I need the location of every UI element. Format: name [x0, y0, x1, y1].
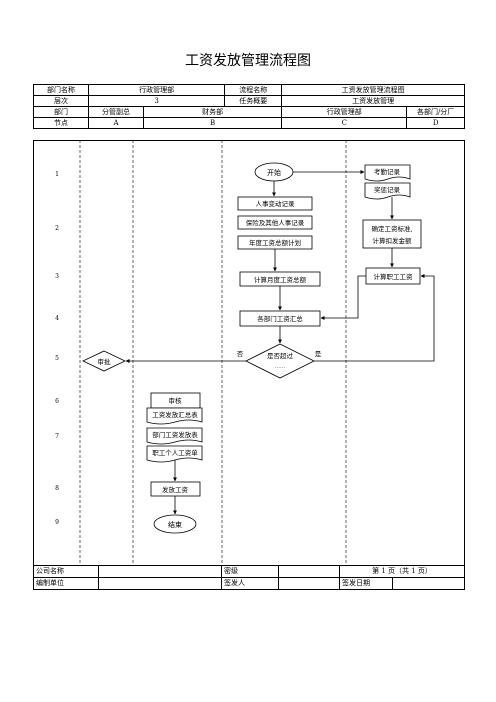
page-title: 工资发放管理流程图	[185, 53, 311, 69]
attendance-label: 考勤记录	[374, 167, 401, 176]
header-row-3: 部门 分管副总 财务部 行政管理部 各部门/分厂	[33, 106, 465, 118]
value-prep-unit	[98, 577, 222, 590]
value-issue-date	[392, 577, 465, 590]
node-c: C	[281, 117, 408, 129]
row-number: 2	[55, 225, 59, 232]
pay-slip-doc	[146, 445, 203, 463]
header-row-4: 节点 A B C D	[33, 117, 465, 129]
hr-change-record	[237, 196, 313, 211]
no-label: 否	[237, 350, 244, 358]
end-terminator	[153, 514, 197, 534]
row-number: 6	[55, 398, 59, 405]
page-info: 第 1 页（共 1 页）	[339, 565, 465, 578]
standard-line2: 计算扣发金额	[373, 236, 413, 245]
yes-label: 是	[315, 350, 322, 358]
value-issuer	[278, 577, 340, 590]
approve-label: 审批	[98, 357, 112, 366]
start-label: 开始	[267, 168, 281, 177]
footer-row-1: 公司名称 密级 第 1 页（共 1 页）	[33, 565, 465, 578]
payroll-summary-doc	[146, 407, 203, 425]
wage-standard	[362, 219, 422, 249]
row-number: 8	[55, 485, 59, 492]
footer-table: 公司名称 密级 第 1 页（共 1 页） 编制单位 签发人 签发日期	[33, 565, 465, 590]
footer-row-2: 编制单位 签发人 签发日期	[33, 577, 465, 590]
label-prep-unit: 编制单位	[33, 577, 99, 590]
insurance-record	[237, 215, 313, 230]
end-label: 结束	[168, 520, 182, 529]
dept-payroll-label: 部门工资发放表	[152, 430, 198, 439]
annual-plan-label: 年度工资总额计划	[249, 238, 301, 247]
row-number: 5	[55, 355, 59, 362]
pay-slip-label: 职工个人工资单	[152, 448, 198, 457]
calc-staff-label: 计算职工工资	[374, 272, 414, 281]
standard-line1: 确定工资标准,	[371, 224, 412, 233]
decision-label: 是否超过	[267, 351, 294, 360]
dept-d: 各部门/分厂	[406, 106, 465, 118]
node-d: D	[406, 117, 465, 129]
label-company: 公司名称	[33, 565, 99, 578]
pay-wages-box	[150, 481, 201, 497]
calc-monthly-label: 计算月度工资总额	[254, 275, 307, 284]
label-issue-date: 签发日期	[339, 577, 393, 590]
reward-label: 奖惩记录	[374, 185, 401, 194]
pay-wages-label: 发放工资	[162, 485, 189, 494]
arrow-yes-loop	[314, 274, 435, 362]
insurance-label: 保险及其他人事记录	[246, 218, 305, 227]
value-security	[278, 565, 340, 578]
label-issuer: 签发人	[221, 577, 279, 590]
decision-diamond	[245, 343, 315, 379]
dept-payroll-doc	[146, 427, 203, 445]
attendance-record	[364, 164, 411, 182]
dept-summary-label: 各部门工资汇总	[257, 314, 303, 323]
row-number: 3	[55, 273, 59, 280]
value-company	[98, 565, 222, 578]
node-a: A	[88, 117, 144, 129]
arrow-staff-summary	[320, 275, 366, 320]
decision-sub-label: ……	[275, 364, 285, 370]
reward-record	[364, 182, 411, 200]
header-table: 部门名称 行政管理部 流程名称 工资发放管理流程图 层次 3 任务概要 工资发放…	[33, 84, 465, 129]
row-number: 1	[55, 171, 59, 178]
payroll-summary-label: 工资发放汇总表	[152, 410, 198, 419]
header-row-2: 层次 3 任务概要 工资发放管理	[33, 95, 465, 107]
row-number: 7	[55, 433, 59, 440]
row-number: 4	[55, 315, 59, 322]
hr-change-label: 人事变动记录	[256, 199, 296, 208]
review-label: 审核	[169, 396, 183, 405]
approve-diamond	[82, 350, 126, 372]
label-security: 密级	[221, 565, 279, 578]
row-number: 9	[55, 519, 59, 526]
node-b: B	[142, 117, 283, 129]
